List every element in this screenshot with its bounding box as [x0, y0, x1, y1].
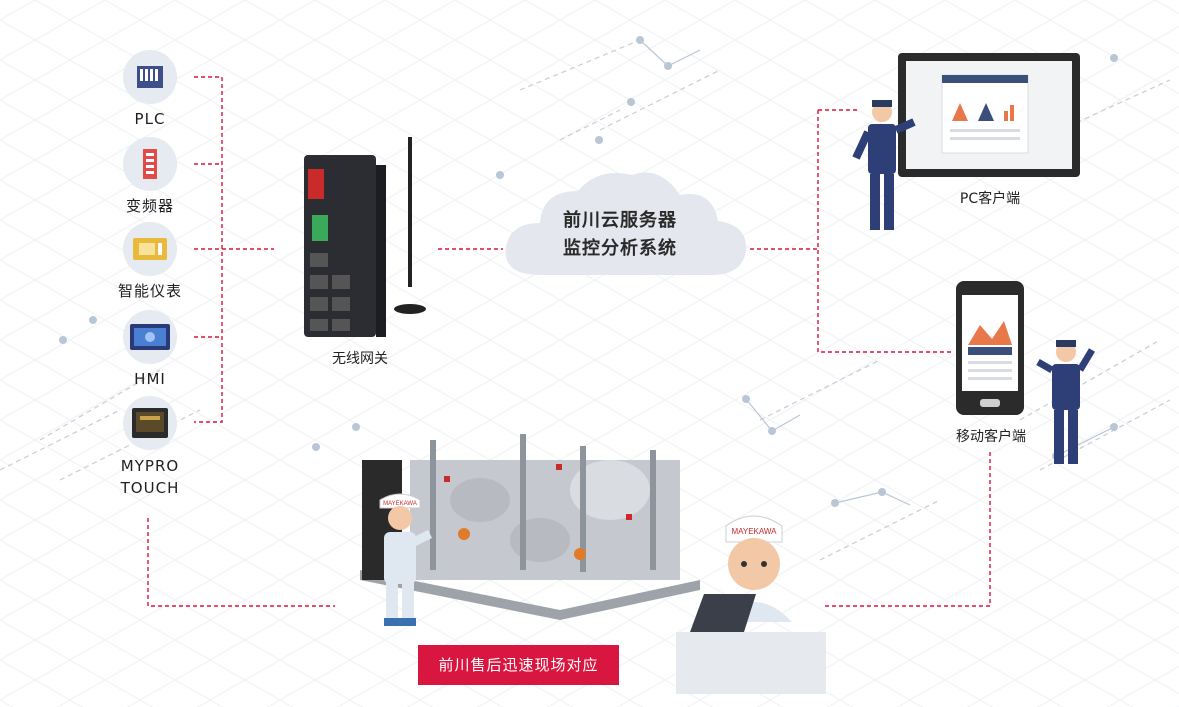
mobile-client-label: 移动客户端 — [956, 429, 1026, 445]
device-label-mypro-touch: MYPRO TOUCH — [120, 457, 180, 497]
device-label-plc: PLC — [134, 110, 166, 128]
pc-monitor-icon — [898, 53, 1080, 177]
after-sales-service-badge: 前川售后迅速现场对应 — [418, 645, 619, 685]
device-label-inverter: 变频器 — [125, 197, 174, 215]
engineer-cap-logo: MAYEKAWA — [731, 527, 777, 536]
technician-figure: MAYEKAWA — [379, 493, 433, 626]
device-label-hmi: HMI — [134, 370, 166, 388]
mobile-phone-icon — [956, 281, 1024, 415]
pc-user-figure — [852, 100, 916, 230]
inverter-icon — [123, 137, 177, 191]
industrial-equipment-illustration — [360, 434, 700, 620]
support-engineer-laptop-figure: MAYEKAWA — [676, 515, 826, 694]
cloud-server-title: 前川云服务器 监控分析系统 — [563, 210, 677, 259]
technician-cap-logo: MAYEKAWA — [383, 501, 417, 507]
wireless-gateway-icon — [304, 137, 426, 337]
pc-client-label: PC客户端 — [959, 191, 1021, 207]
cloud-shape — [505, 172, 747, 275]
hmi-icon — [123, 310, 177, 364]
device-label-smart-meter: 智能仪表 — [117, 282, 182, 300]
mypro-touch-icon — [123, 396, 177, 450]
smart-meter-icon — [123, 222, 177, 276]
mobile-user-figure — [1036, 340, 1096, 464]
gateway-label: 无线网关 — [332, 351, 388, 367]
plc-icon — [123, 50, 177, 104]
